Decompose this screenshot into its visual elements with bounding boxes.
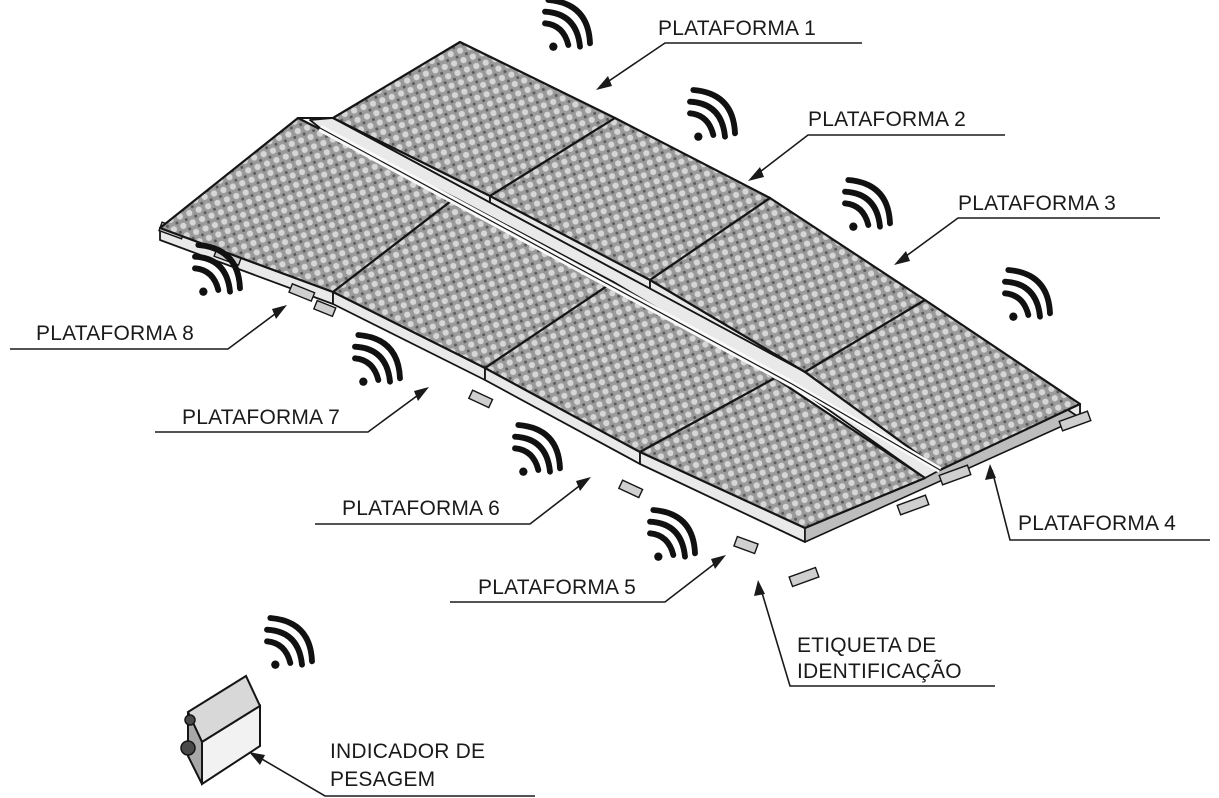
label-plataforma-3: PLATAFORMA 3 bbox=[958, 192, 1116, 215]
platform-4-surface bbox=[803, 298, 1082, 472]
label-plataforma-8: PLATAFORMA 8 bbox=[36, 322, 194, 345]
label-plataforma-4: PLATAFORMA 4 bbox=[1018, 512, 1176, 535]
wireless-signal-icon bbox=[355, 335, 400, 386]
labels: PLATAFORMA 1 PLATAFORMA 2 PLATAFORMA 3 P… bbox=[36, 17, 1176, 791]
wireless-signal-icon bbox=[845, 180, 890, 231]
label-etiqueta-line1: ETIQUETA DE bbox=[797, 634, 937, 657]
wireless-signal-icon bbox=[650, 510, 695, 561]
platform-5-surface bbox=[638, 376, 927, 530]
wireless-signal-icon bbox=[515, 425, 560, 476]
label-plataforma-6: PLATAFORMA 6 bbox=[342, 497, 500, 520]
wireless-signal-icon bbox=[545, 0, 590, 51]
wireless-signal-icon bbox=[1005, 270, 1050, 321]
leader-lines bbox=[10, 42, 1210, 797]
label-plataforma-2: PLATAFORMA 2 bbox=[808, 108, 966, 131]
weighing-indicator-icon bbox=[180, 674, 262, 786]
platform-separators bbox=[298, 117, 942, 473]
label-indicador-line2: PESAGEM bbox=[330, 768, 435, 791]
label-etiqueta-line2: IDENTIFICAÇÃO bbox=[797, 659, 962, 683]
label-plataforma-1: PLATAFORMA 1 bbox=[658, 17, 816, 40]
wireless-signal-icon bbox=[267, 618, 312, 669]
label-plataforma-5: PLATAFORMA 5 bbox=[478, 576, 636, 599]
platform-array bbox=[158, 40, 1092, 588]
label-plataforma-7: PLATAFORMA 7 bbox=[182, 406, 340, 429]
wireless-signal-icon bbox=[690, 90, 735, 141]
label-indicador-line1: INDICADOR DE bbox=[330, 740, 485, 763]
